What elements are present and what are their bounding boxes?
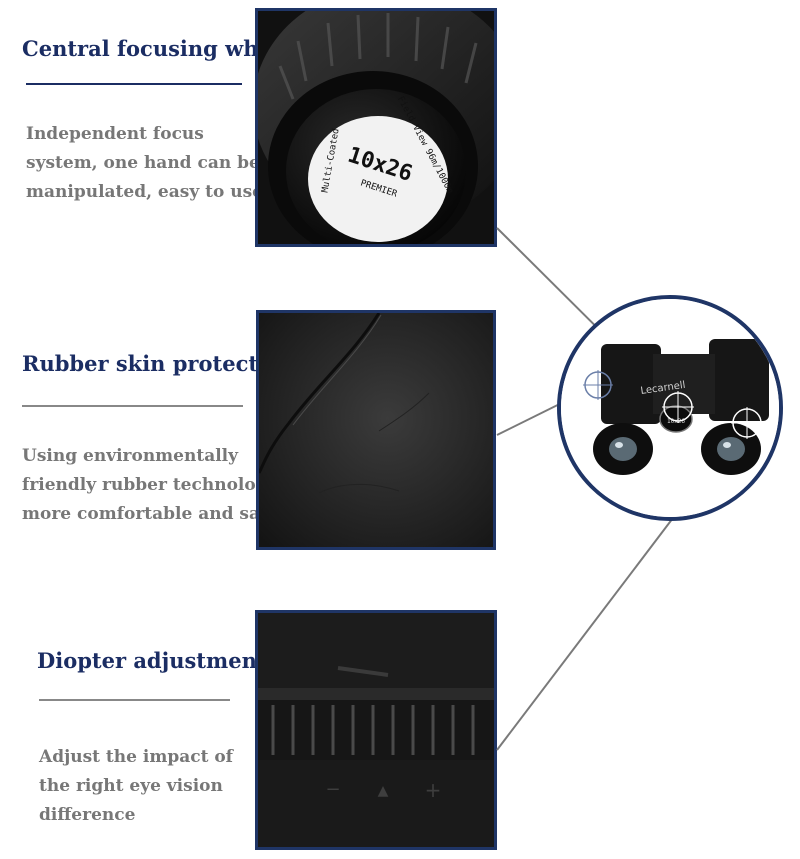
binocular-product-photo: Lecarnell 10x26	[557, 295, 783, 521]
feature-divider-focus-wheel	[26, 83, 242, 85]
focus-wheel-photo: 10x26 PREMIER Field View 96m/1000m Multi…	[255, 8, 497, 247]
crosshair-diopter-icon	[583, 370, 613, 400]
feature-description-focus-wheel: Independent focus system, one hand can b…	[26, 124, 263, 202]
feature-title-focus-wheel: Central focusing wheel	[22, 36, 294, 61]
crosshair-rubber-icon	[731, 407, 763, 439]
feature-title-diopter: Diopter adjustment	[37, 648, 267, 673]
feature-divider-diopter	[39, 699, 230, 701]
diopter-plus-mark: +	[425, 778, 442, 802]
diopter-ring-photo: − ▲ +	[255, 610, 497, 850]
feature-description-rubber-skin: Using environmentally friendly rubber te…	[22, 446, 282, 524]
feature-title-rubber-skin: Rubber skin protection	[22, 351, 296, 376]
diopter-minus-mark: −	[325, 779, 340, 800]
crosshair-focus-wheel-icon	[662, 391, 694, 423]
diopter-index-mark: ▲	[378, 783, 389, 799]
rubber-skin-photo	[256, 310, 496, 550]
feature-divider-rubber-skin	[22, 405, 243, 407]
feature-description-diopter: Adjust the impact of the right eye visio…	[39, 747, 233, 825]
